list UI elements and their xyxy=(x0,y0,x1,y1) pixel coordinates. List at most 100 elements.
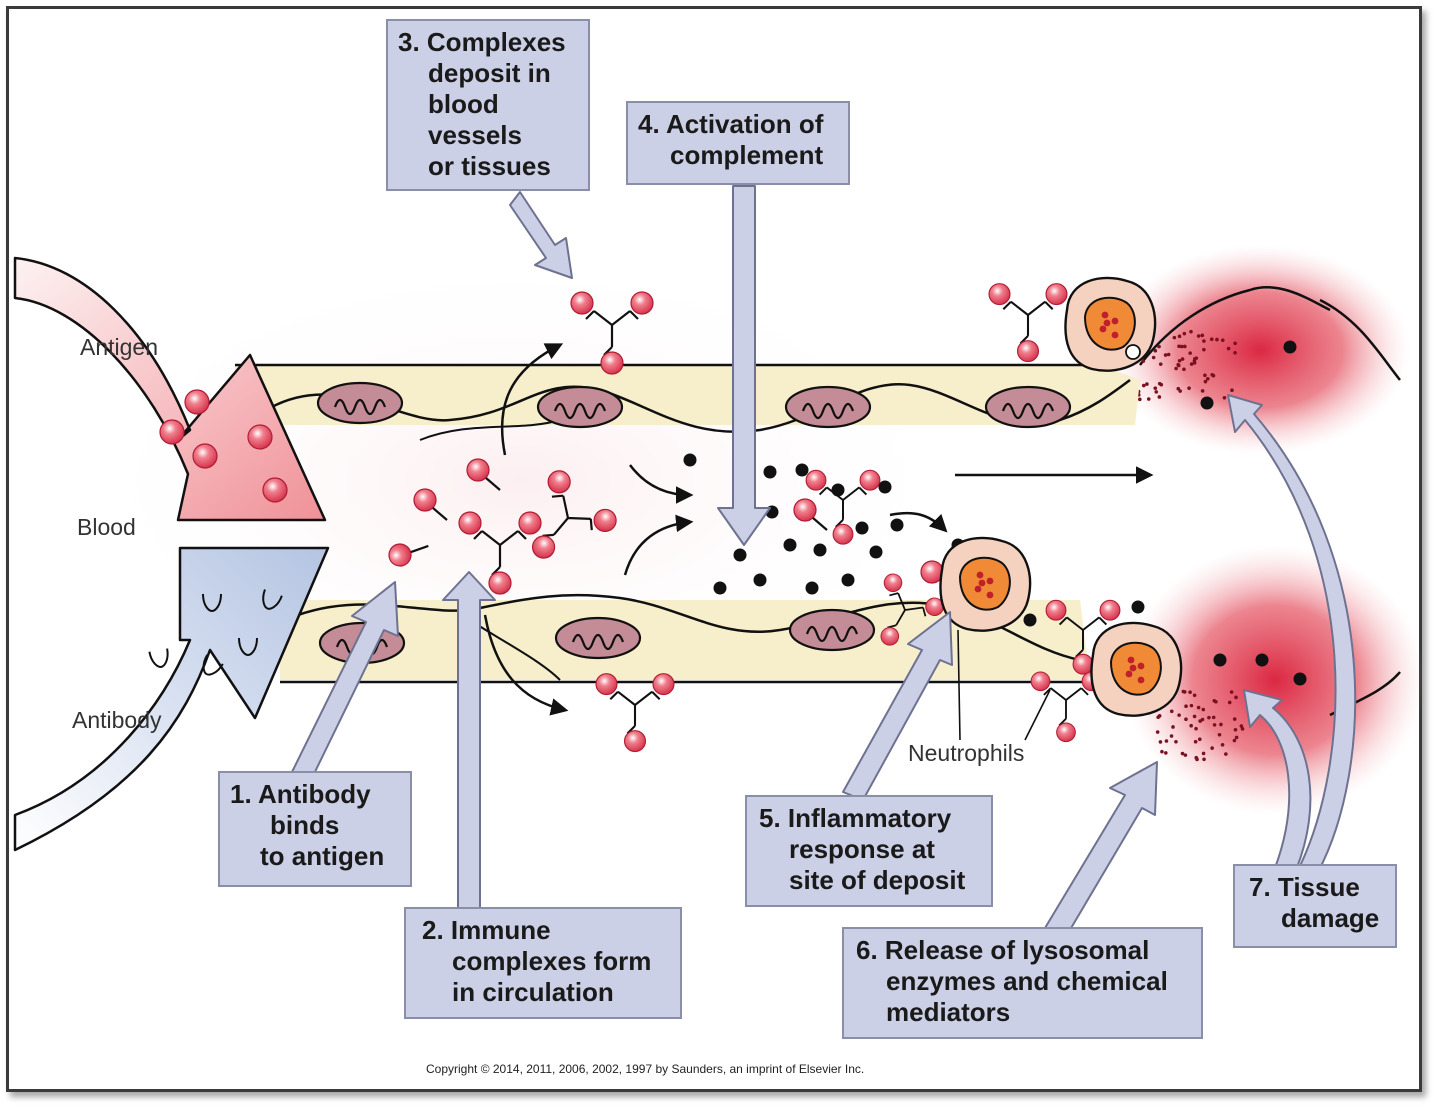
neutrophil-cell xyxy=(1064,276,1157,372)
step-1-line-2: binds xyxy=(270,810,340,840)
immune-complex xyxy=(805,469,881,545)
neutrophil-cell xyxy=(939,536,1032,632)
complement-dot xyxy=(831,483,845,497)
immune-complex xyxy=(595,673,675,753)
antigen-particle xyxy=(388,543,412,567)
complement-dot xyxy=(713,581,727,595)
immune-complex xyxy=(880,573,944,646)
step-3-arrow xyxy=(509,191,573,279)
complement-dot xyxy=(890,518,904,532)
step-5-line-3: site of deposit xyxy=(789,865,966,895)
step-7-arrow-upper xyxy=(1227,394,1357,873)
antibody-inflow-arrow xyxy=(13,546,330,852)
step-7-arrow-lower xyxy=(1243,689,1312,871)
antigen-particle xyxy=(192,443,218,469)
antigen-particle xyxy=(593,508,617,533)
antigen-particle xyxy=(1045,283,1068,306)
complement-dot xyxy=(1255,653,1269,667)
endothelial-cell xyxy=(784,385,872,429)
step-6-line-3: mediators xyxy=(886,997,1011,1027)
antigen-particle xyxy=(531,535,556,559)
complement-dot xyxy=(855,521,869,535)
complement-dot xyxy=(795,463,809,477)
antigen-particle xyxy=(247,424,273,450)
complement-dot xyxy=(1023,613,1037,627)
antibody-cup xyxy=(262,589,283,610)
antigen-particle xyxy=(547,470,571,494)
antigen-particle xyxy=(518,511,542,535)
antigen-particle xyxy=(988,283,1011,306)
complement-dot xyxy=(733,548,747,562)
antigen-particle xyxy=(1099,599,1121,621)
step-1-line-1: 1. Antibody xyxy=(230,779,371,809)
step-3-line-5: or tissues xyxy=(428,151,551,181)
antigen-particle xyxy=(793,498,817,522)
immune-complex xyxy=(458,511,542,595)
granule xyxy=(1125,344,1141,360)
antigen-particle xyxy=(1016,340,1040,363)
endothelial-cell xyxy=(316,381,404,425)
copyright-notice: Copyright © 2014, 2011, 2006, 2002, 1997… xyxy=(426,1062,865,1076)
complement-dot xyxy=(783,538,797,552)
antigen-particle xyxy=(1072,653,1094,675)
complement-dot xyxy=(763,465,777,479)
antigen-particle xyxy=(595,673,618,696)
immune-complex xyxy=(1045,599,1121,675)
step-5-box: 5. Inflammatory response at site of depo… xyxy=(745,795,993,907)
step-4-box: 4. Activation of complement xyxy=(626,101,850,185)
step-1-arrow xyxy=(291,581,399,779)
antibody-cup xyxy=(238,637,258,657)
endothelial-cells xyxy=(316,381,1072,665)
antigen-particle xyxy=(832,523,854,545)
step-3-line-2: deposit in xyxy=(428,58,551,88)
step-1-box: 1. Antibody binds to antigen xyxy=(218,771,412,887)
antibody-shapes-inflow xyxy=(148,589,283,676)
antigen-antibody-pair xyxy=(793,498,828,531)
antigen-particle xyxy=(159,419,185,445)
immune-complex xyxy=(531,470,617,559)
blood-label: Blood xyxy=(77,514,136,540)
step-2-arrow xyxy=(442,571,496,909)
antigen-antibody-pair xyxy=(466,458,501,491)
complement-dot xyxy=(841,573,855,587)
antigen-particle xyxy=(1030,671,1051,692)
antigen-particle xyxy=(570,291,594,315)
antigen-inflow-arrow xyxy=(13,256,327,522)
antigen-antibody-pair xyxy=(413,488,448,521)
neutrophils xyxy=(939,276,1183,717)
neutrophils-pointer-lines xyxy=(957,629,1051,741)
step-4-arrow xyxy=(717,185,771,546)
antigen-particle xyxy=(805,469,827,491)
step-3-line-3: blood xyxy=(428,89,499,119)
antigen-particle xyxy=(466,458,490,482)
antigen-particle xyxy=(883,573,903,593)
step-6-arrow xyxy=(1044,761,1158,941)
step-5-arrow xyxy=(842,611,953,801)
antigen-particles-inflow xyxy=(159,389,288,503)
tissue-damage-upper xyxy=(1110,245,1410,455)
antigen-label: Antigen xyxy=(80,334,159,360)
antigen-particle xyxy=(925,597,944,617)
step-3-line-4: vessels xyxy=(428,120,522,150)
antigen-particle xyxy=(623,730,647,753)
step-1-line-3: to antigen xyxy=(260,841,385,871)
endothelial-cell xyxy=(788,608,876,652)
antibody-label: Antibody xyxy=(72,707,162,733)
step-7-line-2: damage xyxy=(1281,903,1380,933)
antigen-particle xyxy=(652,673,675,696)
step-2-box: 2. Immune complexes form in circulation xyxy=(404,907,682,1019)
complement-dot xyxy=(1293,672,1307,686)
step-3-box: 3. Complexes deposit in blood vessels or… xyxy=(386,19,590,191)
endothelial-cell xyxy=(984,385,1072,429)
antigen-particle xyxy=(184,389,210,415)
step-5-line-1: 5. Inflammatory xyxy=(759,803,952,833)
complement-dot xyxy=(753,573,767,587)
antigen-particle xyxy=(262,477,288,503)
neutrophils-label: Neutrophils xyxy=(908,740,1025,766)
antigen-antibody-pair xyxy=(388,543,429,567)
step-4-line-2: complement xyxy=(670,140,824,170)
endothelial-cell xyxy=(554,616,642,660)
antigen-particle xyxy=(1045,599,1067,621)
step-5-line-2: response at xyxy=(789,834,935,864)
step-2-line-2: complexes form xyxy=(452,946,652,976)
